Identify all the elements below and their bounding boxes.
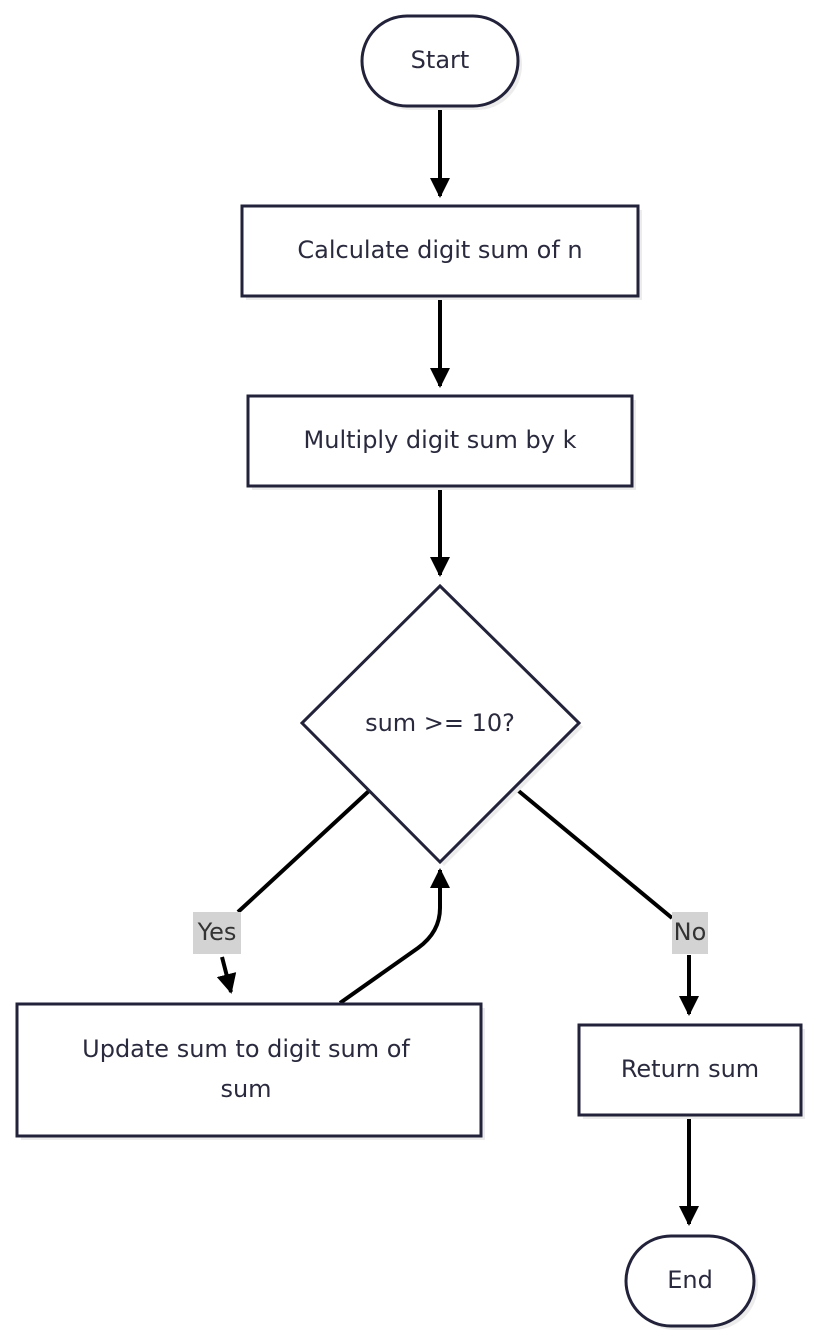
edge-update-back-to-decision (338, 868, 450, 1005)
return-node: Return sum (577, 1023, 805, 1119)
end-label: End (667, 1266, 713, 1294)
edge-decision-no-to-return (513, 786, 689, 1014)
calculate-label: Calculate digit sum of n (297, 236, 582, 264)
update-label-line-2: sum (220, 1075, 271, 1103)
edge-decision-yes-to-update (222, 788, 372, 992)
edges (222, 106, 689, 1226)
decision-label: sum >= 10? (365, 709, 515, 737)
update-node: Update sum to digit sum of sum (15, 1002, 485, 1140)
calculate-node: Calculate digit sum of n (240, 204, 642, 300)
multiply-node: Multiply digit sum by k (246, 394, 636, 490)
start-label: Start (411, 46, 470, 74)
no-label: No (674, 918, 707, 946)
yes-label: Yes (197, 918, 237, 946)
update-label-line-1: Update sum to digit sum of (82, 1035, 410, 1063)
return-label: Return sum (621, 1055, 759, 1083)
start-node: Start (360, 14, 522, 110)
decision-node: sum >= 10? (299, 583, 583, 866)
end-node: End (624, 1234, 758, 1330)
yes-label-group: Yes (193, 912, 241, 954)
no-label-group: No (672, 912, 708, 954)
multiply-label: Multiply digit sum by k (304, 426, 577, 454)
